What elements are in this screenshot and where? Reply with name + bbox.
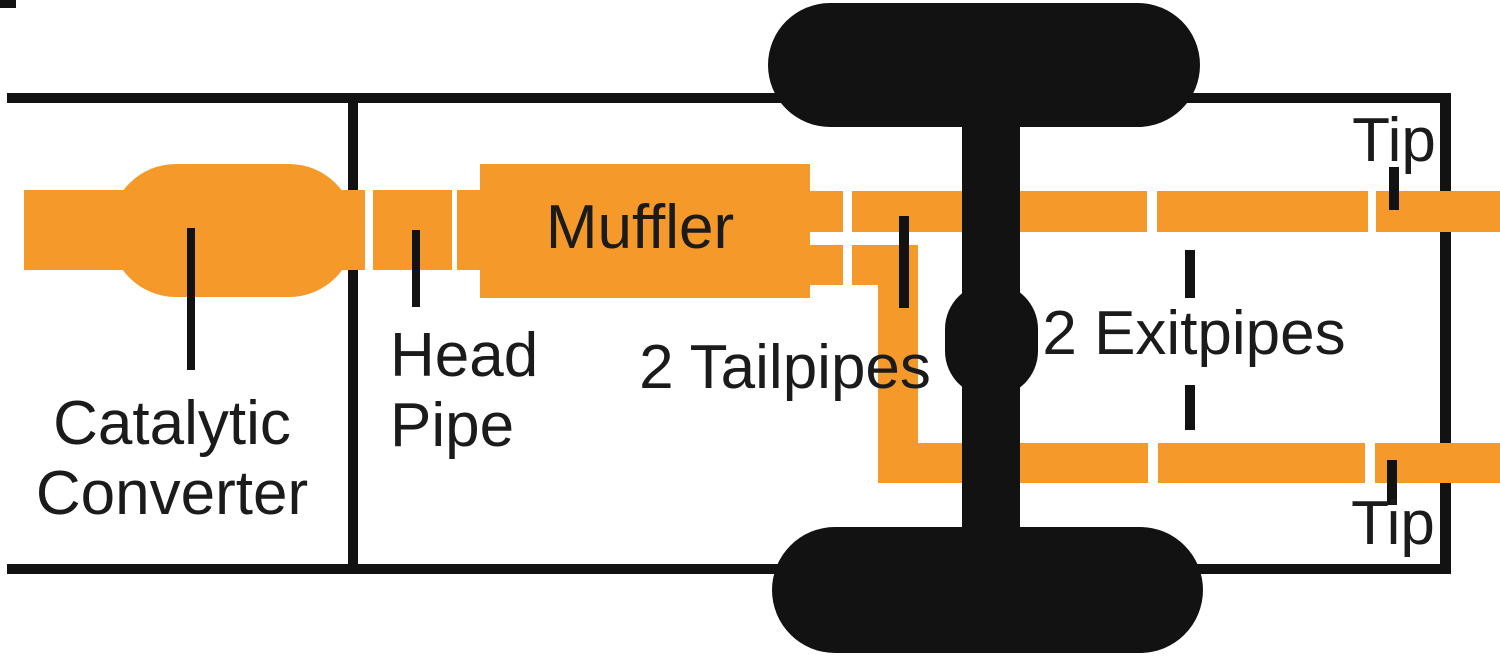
catalytic-converter-body (110, 164, 355, 297)
catalytic-converter-label: Catalytic Converter (36, 389, 308, 529)
tip-pointer-bottom (1387, 460, 1397, 505)
exitpipes-pointer-lower (1185, 385, 1195, 430)
tailpipes-pointer (899, 216, 909, 308)
muffler-outlet-stub-lower (810, 245, 843, 285)
head-pipe-label-line1: Head (390, 321, 539, 390)
exitpipes-pointer-upper (1185, 250, 1195, 298)
head-pipe-pointer (412, 230, 420, 307)
exitpipe-upper-segment (1157, 191, 1368, 232)
head-pipe-label: Head Pipe (390, 321, 538, 461)
wheel-bottom (772, 527, 1203, 653)
wheel-top (768, 3, 1200, 127)
frame-right-line (1440, 93, 1451, 574)
muffler-label: Muffler (545, 193, 735, 262)
frame-top-line (7, 93, 1451, 103)
muffler-body (480, 164, 810, 298)
tailpipes-label: 2 Tailpipes (639, 333, 931, 402)
muffler-inlet-stub (457, 190, 480, 270)
catalytic-converter-pointer (187, 228, 195, 370)
cab-bed-divider-line (348, 93, 358, 574)
differential-bulge (945, 283, 1038, 397)
tip-pointer-top (1389, 167, 1399, 210)
catalytic-converter-label-line1: Catalytic (53, 389, 291, 458)
exitpipe-lower-segment (1158, 443, 1365, 483)
tip-label-bottom: Tip (1351, 489, 1435, 558)
muffler-outlet-stub-upper (810, 191, 843, 232)
head-pipe-label-line2: Pipe (390, 391, 515, 460)
frame-bottom-line (7, 564, 1451, 574)
tip-label-top: Tip (1352, 106, 1436, 175)
corner-artifact-mark (0, 0, 16, 8)
catalytic-converter-label-line2: Converter (35, 459, 309, 528)
exitpipes-label: 2 Exitpipes (1042, 299, 1346, 368)
